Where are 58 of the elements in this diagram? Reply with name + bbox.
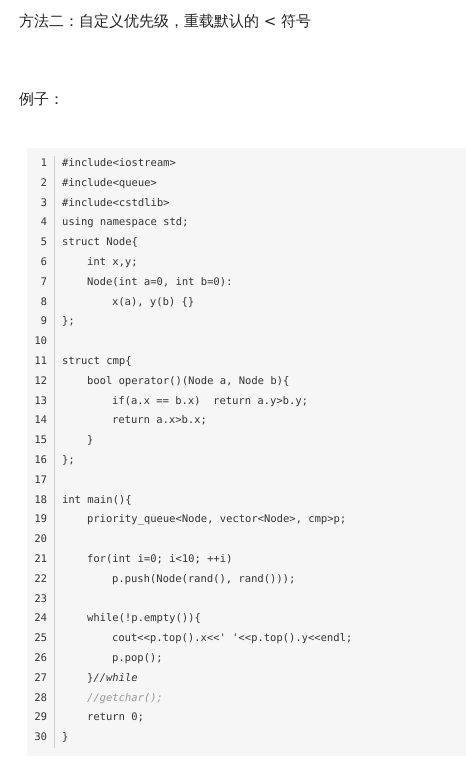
line-number: 15: [33, 433, 47, 448]
code-line: bool operator()(Node a, Node b){: [87, 374, 290, 389]
code-line: //getchar();: [87, 690, 163, 706]
line-number: 16: [33, 453, 47, 468]
line-number: 24: [33, 611, 47, 626]
line-number: 3: [40, 196, 47, 211]
line-number: 18: [33, 492, 47, 508]
line-number: 13: [33, 394, 47, 409]
line-number: 7: [40, 274, 47, 290]
line-number: 29: [33, 710, 47, 726]
code-line: struct Node{: [62, 235, 138, 250]
line-number: 9: [40, 314, 47, 330]
line-number: 22: [33, 572, 47, 587]
line-number: 21: [33, 552, 47, 567]
code-line: if(a.x == b.x) return a.y>b.y;: [112, 394, 308, 409]
line-number: 4: [40, 215, 47, 230]
code-line: for(int i=0; i<10; ++i): [87, 552, 232, 567]
code-line: cout<<p.top().x<<' '<<p.top().y<<endl;: [112, 631, 352, 646]
line-number: 1: [40, 156, 47, 171]
line-number: 10: [33, 334, 47, 350]
code-line: while(!p.empty()){: [87, 611, 201, 626]
line-number: 25: [33, 631, 47, 646]
line-number: 20: [33, 532, 47, 548]
code-line: using namespace std;: [62, 215, 188, 230]
line-number: 2: [40, 176, 47, 191]
line-number: 17: [33, 472, 47, 488]
line-number: 11: [33, 354, 47, 369]
code-line: return a.x>b.x;: [112, 413, 207, 428]
code-line: p.pop();: [112, 651, 163, 666]
line-number: 27: [33, 670, 47, 686]
line-number: 6: [40, 255, 47, 270]
code-line: }//while: [87, 670, 138, 686]
code-line: #include<iostream>: [62, 156, 176, 171]
code-line: #include<queue>: [62, 176, 157, 191]
line-number: 14: [33, 413, 47, 428]
code-line: return 0;: [87, 710, 144, 726]
code-line: x(a), y(b) {}: [112, 294, 194, 310]
heading: 方法二：自定义优先级，重载默认的 < 符号: [19, 12, 312, 31]
line-number: 26: [33, 651, 47, 666]
line-number: 30: [33, 730, 47, 746]
code-line: }: [62, 730, 68, 746]
subheading: 例子：: [19, 90, 64, 109]
line-number: 19: [33, 512, 47, 528]
code-line: priority_queue<Node, vector<Node>, cmp>p;: [87, 512, 346, 528]
line-number: 28: [33, 690, 47, 706]
code-line: };: [62, 453, 75, 468]
code-line: Node(int a=0, int b=0):: [87, 274, 232, 290]
code-line: int main(){: [62, 492, 132, 508]
code-line: };: [62, 314, 75, 330]
code-line: p.push(Node(rand(), rand()));: [112, 572, 296, 587]
line-number: 12: [33, 374, 47, 389]
code-line: struct cmp{: [62, 354, 132, 369]
line-number: 5: [40, 235, 47, 250]
code-line: }: [87, 433, 94, 448]
code-line: int x,y;: [87, 255, 138, 270]
line-number: 8: [40, 294, 47, 310]
line-number: 23: [33, 592, 47, 607]
code-line: #include<cstdlib>: [62, 196, 170, 211]
